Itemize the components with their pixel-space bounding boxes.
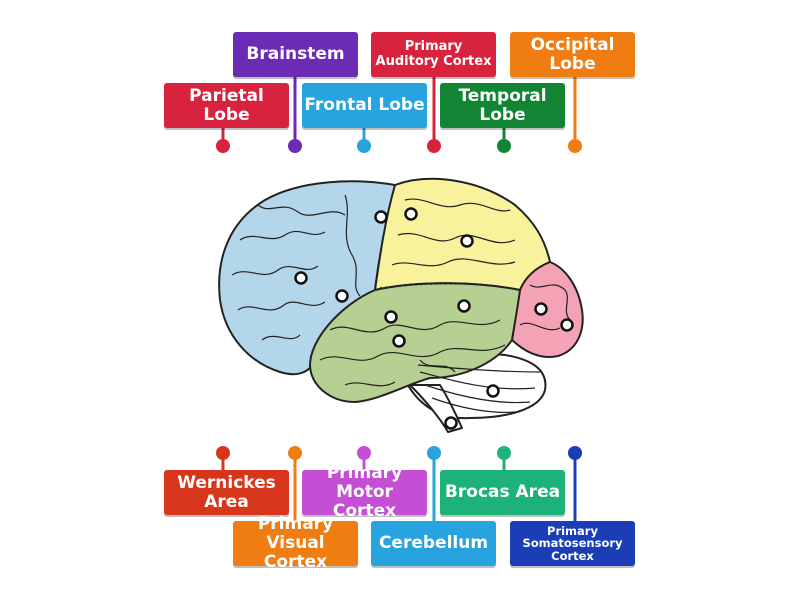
- label-text: Frontal Lobe: [304, 95, 425, 116]
- label-primary-motor-cortex[interactable]: Primary Motor Cortex: [302, 464, 427, 520]
- gyri-lines: [231, 194, 573, 413]
- pin-temporal-lobe[interactable]: [497, 139, 511, 153]
- hotspot-marker[interactable]: [457, 299, 471, 313]
- hotspot-marker[interactable]: [392, 334, 406, 348]
- label-text: Temporal Lobe: [458, 85, 547, 125]
- hotspot-marker[interactable]: [335, 289, 349, 303]
- hotspot-marker[interactable]: [444, 416, 458, 430]
- label-text: Primary Visual Cortex: [257, 514, 334, 572]
- label-text: Primary Auditory Cortex: [375, 39, 492, 69]
- hotspot-markers: [294, 207, 574, 430]
- label-cerebellum[interactable]: Cerebellum: [371, 521, 496, 566]
- hotspot-marker[interactable]: [460, 234, 474, 248]
- label-brocas-area[interactable]: Brocas Area: [440, 470, 565, 515]
- hotspot-marker[interactable]: [374, 210, 388, 224]
- label-wernickes-area[interactable]: Wernickes Area: [164, 470, 289, 515]
- label-primary-somatosensory-cortex[interactable]: Primary Somatosensory Cortex: [510, 521, 635, 566]
- label-text: Primary Motor Cortex: [326, 463, 403, 521]
- pin-primary-auditory-cortex[interactable]: [427, 139, 441, 153]
- pin-parietal-lobe[interactable]: [216, 139, 230, 153]
- label-text: Parietal Lobe: [189, 85, 264, 125]
- hotspot-marker[interactable]: [404, 207, 418, 221]
- label-temporal-lobe[interactable]: Temporal Lobe: [440, 83, 565, 128]
- pin-cerebellum[interactable]: [427, 446, 441, 460]
- pin-occipital-lobe[interactable]: [568, 139, 582, 153]
- label-primary-auditory-cortex[interactable]: Primary Auditory Cortex: [371, 32, 496, 77]
- hotspot-marker[interactable]: [560, 318, 574, 332]
- hotspot-marker[interactable]: [384, 310, 398, 324]
- hotspot-marker[interactable]: [486, 384, 500, 398]
- pin-primary-somatosensory-cortex[interactable]: [568, 446, 582, 460]
- label-parietal-lobe[interactable]: Parietal Lobe: [164, 83, 289, 128]
- pin-brainstem[interactable]: [288, 139, 302, 153]
- label-text: Cerebellum: [378, 533, 489, 554]
- hotspot-marker[interactable]: [294, 271, 308, 285]
- label-text: Primary Somatosensory Cortex: [522, 523, 623, 563]
- label-text: Brocas Area: [444, 482, 561, 503]
- label-primary-visual-cortex[interactable]: Primary Visual Cortex: [233, 515, 358, 571]
- label-text: Brainstem: [246, 44, 345, 65]
- lobe-boundary-dotted: [379, 283, 521, 291]
- label-text: Occipital Lobe: [530, 34, 615, 74]
- label-occipital-lobe[interactable]: Occipital Lobe: [510, 32, 635, 77]
- pin-brocas-area[interactable]: [497, 446, 511, 460]
- hotspot-marker[interactable]: [534, 302, 548, 316]
- label-text: Wernickes Area: [177, 472, 276, 512]
- label-brainstem[interactable]: Brainstem: [233, 32, 358, 77]
- label-frontal-lobe[interactable]: Frontal Lobe: [302, 83, 427, 128]
- pin-wernickes-area[interactable]: [216, 446, 230, 460]
- pin-frontal-lobe[interactable]: [357, 139, 371, 153]
- pin-primary-visual-cortex[interactable]: [288, 446, 302, 460]
- pin-primary-motor-cortex[interactable]: [357, 446, 371, 460]
